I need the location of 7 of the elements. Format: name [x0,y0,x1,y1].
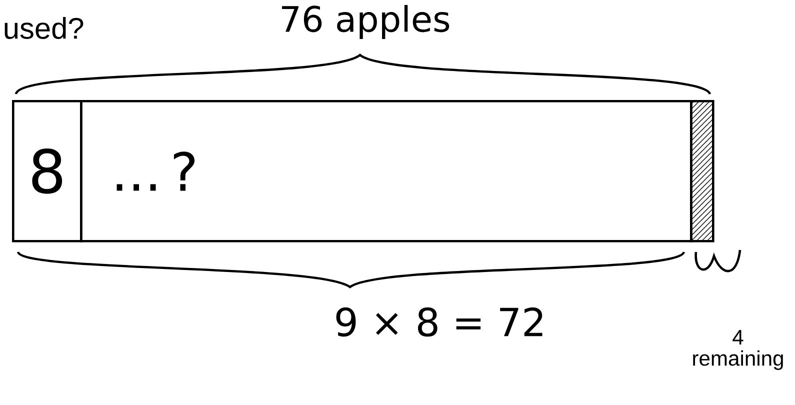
handwritten-label: 4 remaining [693,330,783,370]
handwritten-label: 9 × 8 = 72 [336,307,542,337]
hatched-box [690,100,714,242]
bar-segment: 8 [12,100,82,242]
question-text: used? [4,17,84,39]
handwritten-label: 76 apples [282,5,450,39]
bar-segment: ... ? [80,100,692,242]
